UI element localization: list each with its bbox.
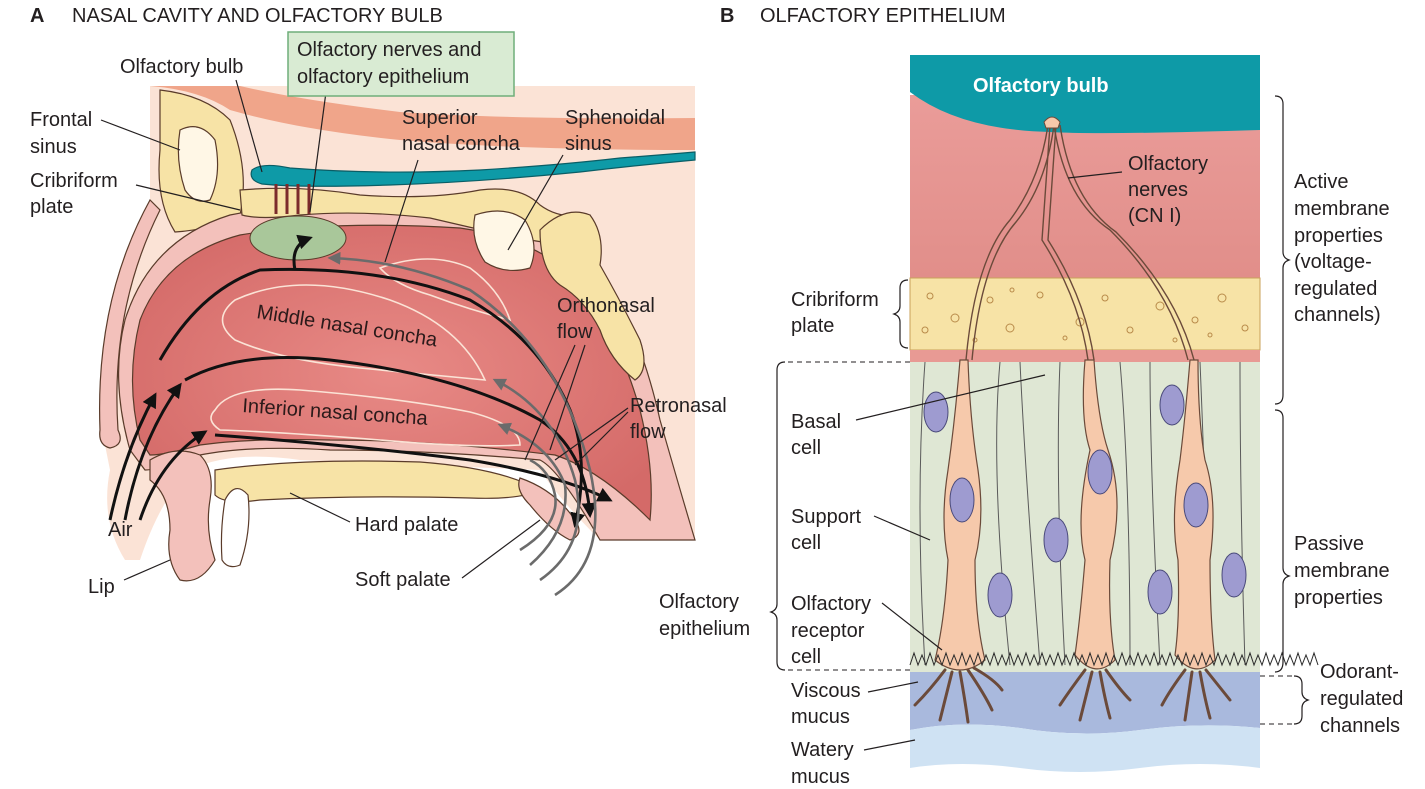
right-brackets [1274, 95, 1310, 725]
cribriform-pores [921, 287, 1249, 343]
panel-b-leader-lines [855, 171, 1123, 751]
receptor-cell-nuclei [949, 449, 1209, 528]
label-orthonasal-2: flow [557, 321, 593, 343]
label-olfactory-nerves-1: Olfactory nerves and [297, 39, 482, 61]
label-olfactory-bulb-a: Olfactory bulb [120, 56, 243, 78]
panel-b-title: OLFACTORY EPITHELIUM [760, 5, 1006, 27]
label-orthonasal-1: Orthonasal [557, 295, 655, 317]
label-olfactory-nerves-b-2: nerves [1128, 179, 1188, 201]
inferior-concha-outline [210, 388, 521, 447]
label-sphenoidal-1: Sphenoidal [565, 107, 665, 129]
label-cribriform-b-2: plate [791, 315, 834, 337]
label-passive-2: membrane [1294, 560, 1390, 582]
label-viscous-mucus-1: Viscous [791, 680, 861, 702]
nasal-cavity [131, 224, 652, 522]
label-olfactory-bulb-b: Olfactory bulb [973, 75, 1109, 97]
lamina-propria [910, 350, 1260, 362]
label-active-4: (voltage- [1294, 251, 1372, 273]
nerve-entry-knob [1043, 116, 1061, 129]
label-odorant-2: regulated [1320, 688, 1403, 710]
label-cribriform-2: plate [30, 196, 73, 218]
frontal-sinus [177, 126, 219, 202]
label-lip: Lip [88, 576, 115, 598]
label-support-cell-2: cell [791, 532, 821, 554]
label-receptor-cell-3: cell [791, 646, 821, 668]
label-active-2: membrane [1294, 198, 1390, 220]
label-cribriform-b-1: Cribriform [791, 289, 879, 311]
olfactory-epithelium-patch [249, 215, 347, 261]
label-watery-mucus-1: Watery [791, 739, 854, 761]
skull-outer-layer [150, 86, 695, 150]
label-receptor-cell-2: receptor [791, 620, 865, 642]
label-olfactory-nerves-b-3: (CN I) [1128, 205, 1181, 227]
label-air: Air [108, 519, 133, 541]
label-superior-concha-1: Superior [402, 107, 478, 129]
label-soft-palate: Soft palate [355, 569, 451, 591]
label-retronasal-1: Retronasal [630, 395, 727, 417]
label-viscous-mucus-2: mucus [791, 706, 850, 728]
label-superior-concha-2: nasal concha [402, 133, 521, 155]
middle-concha-outline [221, 284, 487, 381]
label-frontal-sinus-2: sinus [30, 136, 77, 158]
label-olfactory-nerves-b-1: Olfactory [1128, 153, 1208, 175]
label-active-3: properties [1294, 225, 1383, 247]
label-cribriform-1: Cribriform [30, 170, 118, 192]
sphenoid-bone [539, 211, 645, 381]
retronasal-airflow-arrows [327, 251, 597, 597]
olfactory-nerves-label-box [287, 31, 515, 97]
panel-b-letter: B [720, 5, 734, 27]
left-brackets [769, 279, 909, 671]
label-active-5: regulated [1294, 278, 1377, 300]
panel-b: B OLFACTORY EPITHELIUM Olfactory bulb [659, 5, 1403, 788]
label-active-6: channels) [1294, 304, 1381, 326]
lip-and-nostril [149, 450, 216, 582]
label-odorant-3: channels [1320, 715, 1400, 737]
label-epithelium-1: Olfactory [659, 591, 739, 613]
label-hard-palate: Hard palate [355, 514, 458, 536]
olfactory-nerve-axons-b [965, 124, 1195, 361]
label-odorant-1: Odorant- [1320, 661, 1399, 683]
sphenoidal-sinus [473, 210, 535, 272]
label-olfactory-nerves-2: olfactory epithelium [297, 66, 469, 88]
panel-a-letter: A [30, 5, 44, 27]
label-passive-1: Passive [1294, 533, 1364, 555]
soft-palate [518, 477, 580, 541]
olfactory-nerve-fibers-a [274, 184, 311, 214]
cilia [909, 651, 1319, 667]
label-retronasal-2: flow [630, 421, 666, 443]
label-receptor-cell-1: Olfactory [791, 593, 871, 615]
receptor-dendritic-cilia [913, 666, 1232, 724]
label-sphenoidal-2: sinus [565, 133, 612, 155]
watery-mucus [910, 724, 1260, 772]
superior-concha-outline [378, 258, 512, 322]
label-basal-cell-2: cell [791, 437, 821, 459]
panel-a-leader-lines [100, 79, 629, 581]
dashed-guides [785, 361, 1294, 725]
panel-a-title: NASAL CAVITY AND OLFACTORY BULB [72, 5, 443, 27]
label-epithelium-2: epithelium [659, 618, 750, 640]
label-watery-mucus-2: mucus [791, 766, 850, 788]
panel-a: A NASAL CAVITY AND OLFACTORY BULB [30, 5, 727, 598]
label-frontal-sinus-1: Frontal [30, 109, 92, 131]
olfactory-bulb-b [910, 55, 1260, 134]
incisor-tooth [220, 488, 250, 568]
olfactory-bulb-a [250, 151, 696, 187]
nose-tip [99, 199, 161, 449]
label-passive-3: properties [1294, 587, 1383, 609]
label-support-cell-1: Support [791, 506, 861, 528]
label-basal-cell-1: Basal [791, 411, 841, 433]
label-active-1: Active [1294, 171, 1348, 193]
